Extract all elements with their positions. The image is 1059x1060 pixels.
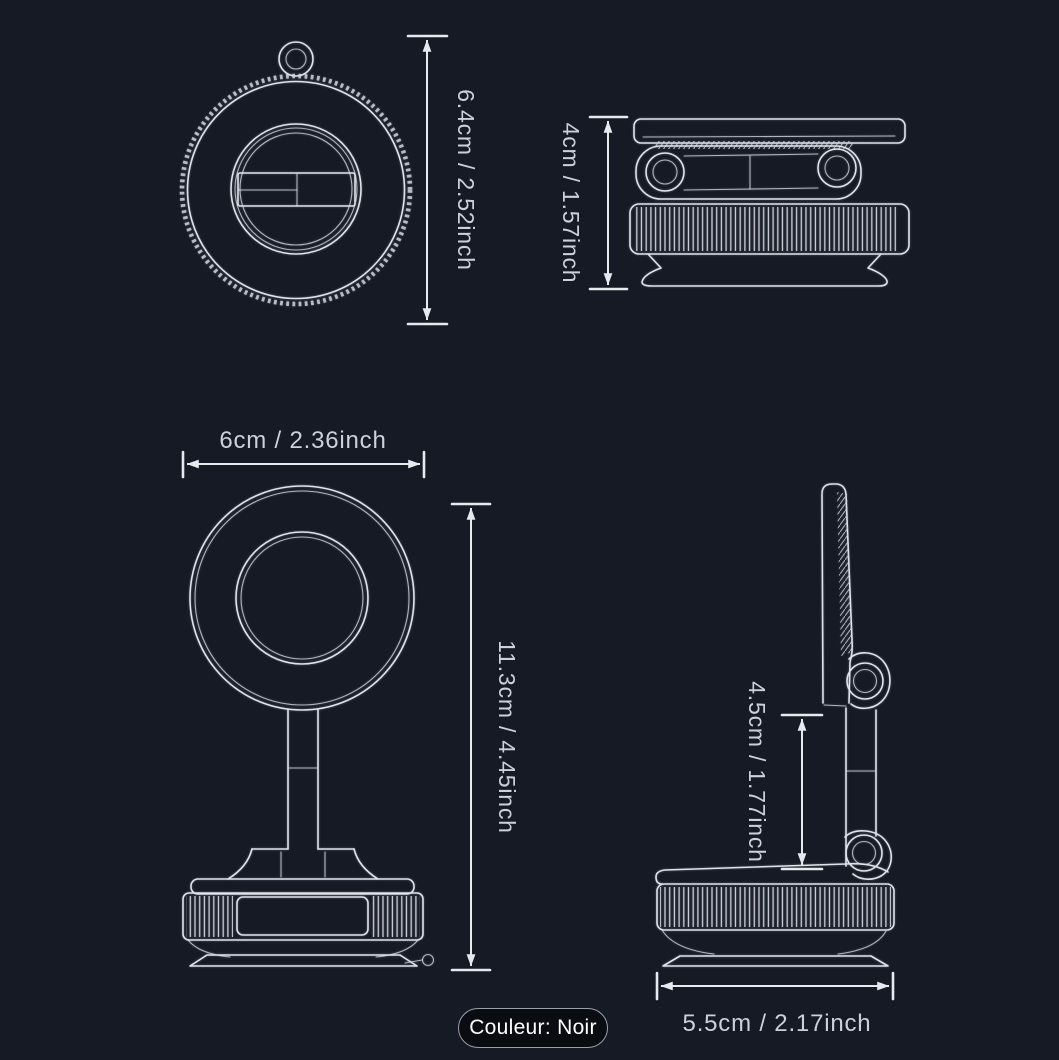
base-flare-right	[375, 939, 419, 958]
plate-foot-line	[823, 704, 847, 707]
front-folded-view	[179, 41, 413, 307]
pull-tab	[421, 953, 435, 967]
dimension-label-folded-height: 4cm / 1.57inch	[558, 123, 584, 284]
inner-ring-1	[230, 123, 362, 255]
plate-hatch-texture	[655, 141, 853, 149]
knurled-ring-edge	[179, 73, 413, 307]
inner-ring-3	[239, 132, 353, 246]
ribbed-texture	[370, 896, 420, 937]
color-variant-label: Couleur: Noir	[469, 1016, 597, 1039]
dimension-label-ring-width: 6cm / 2.36inch	[219, 427, 386, 454]
outer-ring	[186, 80, 406, 300]
base-flare-right	[837, 930, 887, 955]
folded-top-plate	[633, 118, 906, 144]
base-drum-side	[656, 883, 895, 931]
ribbed-texture	[660, 887, 891, 927]
pull-tab-link	[404, 959, 423, 964]
link-bar-top	[683, 153, 819, 157]
plate-inner-line	[642, 135, 896, 138]
right-hinge-inner	[824, 155, 850, 181]
right-hinge-outer	[817, 148, 857, 188]
base-drum	[182, 892, 424, 941]
dimension-front-height: 6.4cm / 2.52inch	[406, 34, 479, 326]
standing-front-view	[182, 485, 435, 967]
hanger-loop-outer	[278, 41, 314, 77]
lower-hinge-outer	[845, 834, 883, 872]
upper-hinge-wrap	[848, 652, 891, 710]
folded-base-drum	[629, 203, 910, 255]
color-variant-badge: Couleur: Noir	[458, 1008, 608, 1048]
upper-hinge-outer	[846, 662, 884, 700]
lower-hinge-inner	[851, 840, 877, 866]
ribbed-texture	[634, 207, 896, 251]
dimension-total-height: 11.3cm / 4.45inch	[450, 502, 520, 972]
base-flare-left	[187, 939, 231, 958]
dimension-base-width: 5.5cm / 2.17inch	[655, 971, 895, 1037]
dimension-label-arm-height: 4.5cm / 1.77inch	[744, 681, 770, 863]
folded-hinge-housing	[635, 145, 862, 200]
dimension-folded-height: 4cm / 1.57inch	[558, 115, 629, 291]
head-ring-inner	[235, 531, 369, 665]
folded-suction-cup	[641, 253, 888, 287]
dimension-label-total-height: 11.3cm / 4.45inch	[494, 640, 520, 833]
ribbed-texture	[186, 896, 233, 937]
dimension-label-base-width: 5.5cm / 2.17inch	[683, 1010, 872, 1037]
mount-flare-right	[353, 848, 379, 880]
suction-cup-side	[662, 955, 889, 967]
head-ring-outer	[189, 485, 415, 711]
base-front-window	[236, 896, 369, 936]
base-flare-left	[661, 929, 715, 955]
lower-hinge-wrap	[844, 830, 892, 880]
head-ring-inner-2	[240, 536, 364, 660]
dimension-ring-width: 6cm / 2.36inch	[181, 427, 426, 479]
dimension-label-front-height: 6.4cm / 2.52inch	[453, 89, 479, 271]
dimension-arm-height: 4.5cm / 1.77inch	[744, 681, 824, 871]
standing-side-view	[655, 483, 895, 967]
base-top-bar	[190, 878, 415, 895]
suction-cup	[189, 954, 418, 967]
link-bar-bottom	[683, 187, 819, 191]
left-hinge-inner	[652, 159, 678, 185]
base-top-profile	[655, 862, 889, 885]
head-ring-outer-2	[194, 490, 410, 706]
left-hinge-outer	[645, 152, 685, 192]
plate-hatch-texture	[837, 492, 852, 656]
hanger-loop-inner	[285, 48, 307, 70]
head-plate-profile	[821, 483, 854, 704]
inner-ring-2	[234, 127, 358, 251]
mount-flare-left	[227, 848, 253, 880]
upper-hinge-inner	[852, 668, 878, 694]
folded-side-view	[629, 118, 910, 287]
